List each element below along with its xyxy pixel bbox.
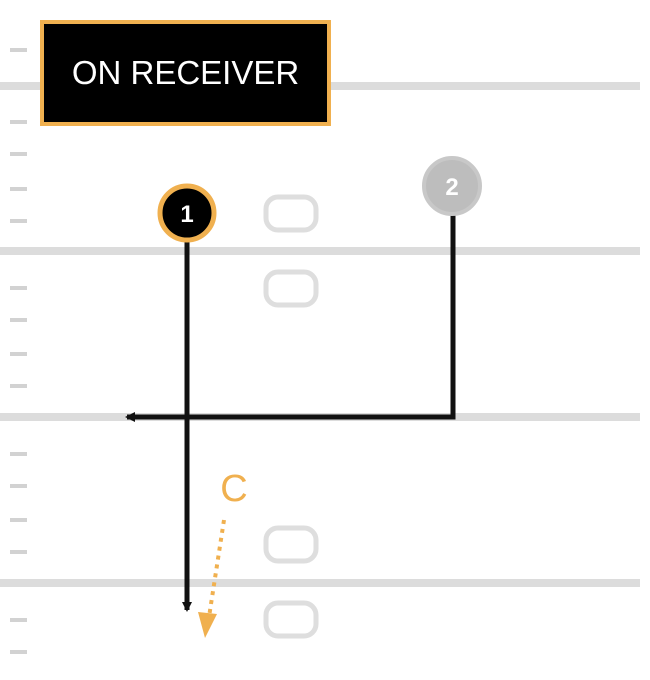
hash-mark xyxy=(10,550,27,554)
lineman-marker xyxy=(263,600,319,639)
linemen xyxy=(263,194,319,639)
yard-line xyxy=(0,247,640,255)
hash-mark xyxy=(10,286,27,290)
hash-mark xyxy=(10,152,27,156)
defender-label: C xyxy=(220,468,247,510)
player-2: 2 xyxy=(422,156,482,216)
hash-mark xyxy=(10,484,27,488)
hash-mark xyxy=(10,452,27,456)
lineman-marker xyxy=(263,269,319,308)
route-player-2 xyxy=(125,214,456,422)
hash-mark xyxy=(10,219,27,223)
defender-arrowhead xyxy=(198,612,217,638)
title-badge: ON RECEIVER xyxy=(40,20,331,126)
hash-mark xyxy=(10,650,27,654)
player-1-label: 1 xyxy=(180,201,193,228)
hash-mark xyxy=(10,48,27,52)
lineman-marker xyxy=(263,525,319,564)
hash-mark xyxy=(10,120,27,124)
hash-mark xyxy=(10,187,27,191)
hash-mark xyxy=(10,618,27,622)
yard-lines xyxy=(0,82,640,587)
player-2-label: 2 xyxy=(445,174,458,201)
player-1: 1 xyxy=(157,183,217,243)
hash-mark xyxy=(10,352,27,356)
player-2-circle xyxy=(422,156,482,216)
title-text: ON RECEIVER xyxy=(71,54,300,91)
player-1-circle xyxy=(157,183,217,243)
hash-mark xyxy=(10,318,27,322)
hash-mark xyxy=(10,518,27,522)
lineman-marker xyxy=(263,194,319,233)
hash-mark xyxy=(10,384,27,388)
yard-line xyxy=(0,579,640,587)
defender-route xyxy=(207,519,226,618)
hash-marks xyxy=(10,48,27,654)
